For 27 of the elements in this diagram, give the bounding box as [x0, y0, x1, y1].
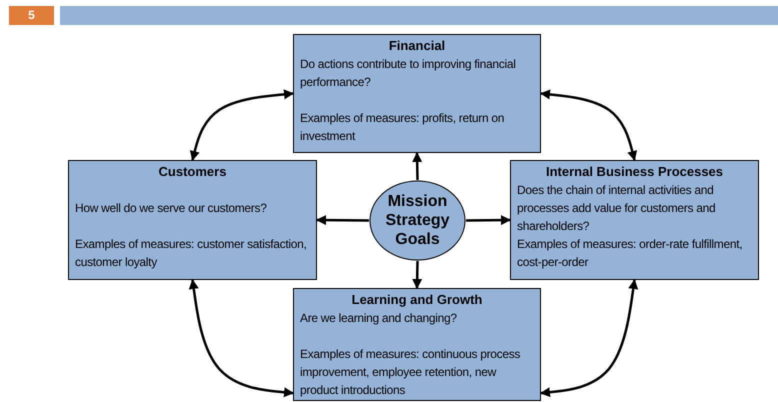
- perspective-box: [293, 288, 541, 401]
- perspective-box: [68, 160, 317, 280]
- measures-text: Examples of measures: continuous process improvement, employee retention, new product introductions: [300, 346, 522, 399]
- arrow: [412, 260, 422, 289]
- question-text: Do actions contribute to improving financial performance?: [300, 56, 517, 91]
- arrow: [466, 215, 511, 226]
- box-heading: Internal Business Processes: [544, 163, 724, 181]
- box-heading: Customers: [158, 163, 228, 181]
- arrow: [188, 279, 294, 398]
- center-label: Mission Strategy Goals: [384, 192, 451, 249]
- question-text: Are we learning and changing?: [300, 310, 458, 327]
- arrow: [540, 89, 638, 161]
- arrow: [316, 215, 370, 226]
- measures-text: Examples of measures: profits, return on investment: [300, 110, 506, 145]
- arrow: [190, 89, 294, 161]
- box-heading: Financial: [388, 37, 446, 55]
- perspective-box: [293, 34, 541, 153]
- mission-ellipse: [369, 180, 466, 261]
- measures-text: Examples of measures: customer satisfaction, customer loyalty: [75, 236, 308, 271]
- arrow: [412, 152, 422, 180]
- slide-number: 5: [9, 6, 54, 25]
- measures-text: Examples of measures: order-rate fulfillment, cost-per-order: [517, 236, 744, 271]
- question-text: Does the chain of internal activities and processes add value for customers and shareholders?: [517, 182, 716, 235]
- perspective-box: [510, 160, 759, 280]
- box-heading: Learning and Growth: [350, 291, 484, 309]
- question-text: How well do we serve our customers?: [75, 200, 268, 217]
- arrow: [540, 279, 638, 398]
